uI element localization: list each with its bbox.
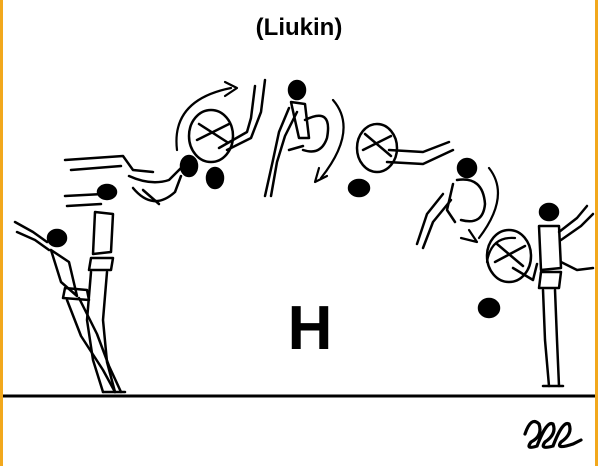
three-loop-symbol-icon xyxy=(523,420,583,449)
gymnast-figure-6 xyxy=(347,122,455,198)
gymnast-figure-3 xyxy=(63,154,199,206)
gymnast-figure-8 xyxy=(477,228,539,319)
gymnastics-sequence-illustration xyxy=(3,78,595,449)
gymnast-figure-2 xyxy=(63,183,118,394)
difficulty-value-letter: H xyxy=(287,294,333,363)
gymnast-figure-9 xyxy=(537,202,595,388)
gymnast-figure-5 xyxy=(263,79,345,198)
gymnast-figure-4 xyxy=(175,78,267,190)
skill-title: (Liukin) xyxy=(255,14,343,41)
gymnast-figure-7 xyxy=(415,157,500,250)
